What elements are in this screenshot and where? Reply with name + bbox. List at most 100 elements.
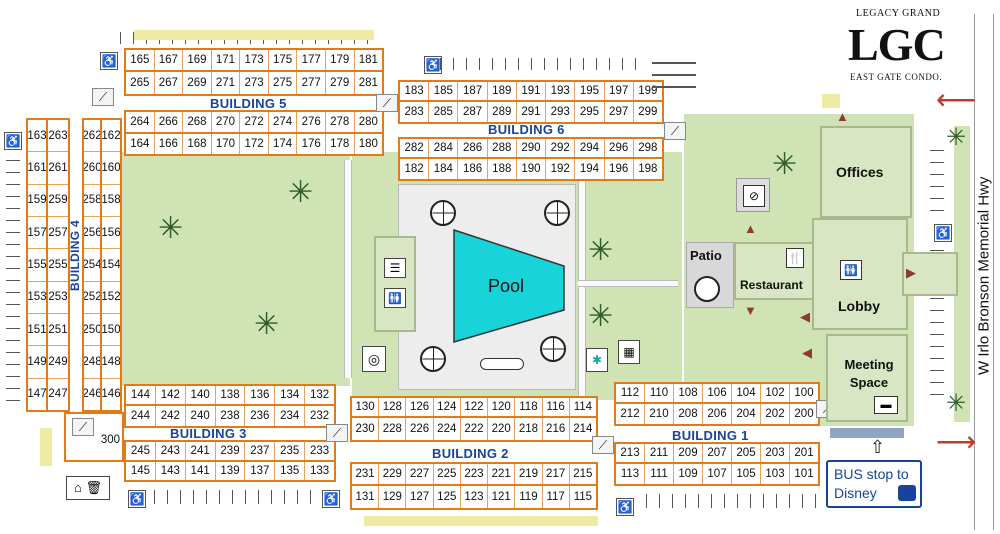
unit[interactable]: 178 — [326, 134, 355, 154]
unit[interactable]: 223 — [461, 464, 489, 484]
unit[interactable]: 105 — [732, 464, 761, 484]
unit[interactable]: 112 — [616, 384, 645, 402]
unit[interactable]: 298 — [638, 142, 658, 154]
unit[interactable]: 213 — [616, 444, 645, 462]
unit[interactable]: 193 — [546, 82, 576, 100]
unit[interactable]: 222 — [461, 418, 489, 440]
unit[interactable]: 234 — [275, 406, 306, 426]
unit[interactable]: 291 — [517, 102, 547, 122]
unit[interactable]: 299 — [638, 106, 658, 118]
unit[interactable]: 172 — [240, 134, 269, 154]
unit[interactable]: 275 — [269, 72, 298, 94]
unit[interactable]: 166 — [155, 134, 184, 154]
unit[interactable]: 232 — [309, 410, 330, 422]
unit[interactable]: 198 — [638, 163, 658, 175]
unit[interactable]: 268 — [183, 112, 212, 132]
unit[interactable]: 207 — [703, 444, 732, 462]
unit[interactable]: 179 — [326, 50, 355, 70]
unit[interactable]: 277 — [297, 72, 326, 94]
unit[interactable]: 192 — [546, 159, 576, 179]
unit[interactable]: 133 — [309, 465, 330, 477]
unit[interactable]: 211 — [645, 444, 674, 462]
unit[interactable]: 121 — [488, 486, 516, 508]
unit[interactable]: 111 — [645, 464, 674, 484]
unit[interactable]: 282 — [400, 139, 430, 157]
unit[interactable]: 159 — [28, 185, 46, 217]
unit[interactable]: 148 — [102, 346, 120, 379]
unit[interactable]: 267 — [155, 72, 184, 94]
unit[interactable]: 160 — [102, 152, 120, 185]
unit[interactable]: 295 — [575, 102, 605, 122]
unit[interactable]: 191 — [517, 82, 547, 100]
unit[interactable]: 228 — [379, 418, 407, 440]
unit[interactable]: 117 — [543, 486, 570, 508]
unit[interactable]: 203 — [761, 444, 790, 462]
unit[interactable]: 122 — [461, 398, 489, 416]
unit[interactable]: 221 — [488, 464, 516, 484]
unit[interactable]: 125 — [434, 486, 461, 508]
unit[interactable]: 161 — [28, 152, 46, 185]
unit[interactable]: 118 — [515, 398, 543, 416]
unit[interactable]: 272 — [240, 112, 269, 132]
unit[interactable]: 217 — [543, 464, 570, 484]
unit[interactable]: 252 — [84, 282, 100, 314]
unit[interactable]: 185 — [429, 82, 459, 100]
unit[interactable]: 109 — [674, 464, 703, 484]
unit[interactable]: 283 — [400, 102, 430, 122]
unit[interactable]: 238 — [216, 406, 246, 426]
unit[interactable]: 230 — [352, 418, 380, 440]
unit[interactable]: 220 — [488, 418, 516, 440]
unit[interactable]: 134 — [275, 386, 306, 404]
unit[interactable]: 187 — [458, 82, 488, 100]
unit[interactable]: 162 — [102, 120, 120, 153]
unit[interactable]: 196 — [605, 159, 634, 179]
unit[interactable]: 209 — [674, 444, 703, 462]
unit[interactable]: 189 — [488, 82, 517, 100]
unit[interactable]: 168 — [183, 134, 212, 154]
unit[interactable]: 249 — [48, 346, 68, 379]
unit[interactable]: 136 — [245, 386, 276, 404]
unit[interactable]: 212 — [616, 404, 645, 424]
unit[interactable]: 197 — [605, 82, 634, 100]
unit[interactable]: 142 — [156, 386, 186, 404]
unit[interactable]: 215 — [573, 468, 593, 480]
unit[interactable]: 115 — [573, 491, 593, 503]
unit[interactable]: 246 — [84, 388, 100, 401]
unit[interactable]: 167 — [155, 50, 184, 70]
unit[interactable]: 182 — [400, 159, 430, 179]
unit[interactable]: 284 — [429, 139, 459, 157]
unit[interactable]: 210 — [645, 404, 674, 424]
unit[interactable]: 129 — [379, 486, 407, 508]
unit[interactable]: 127 — [406, 486, 434, 508]
unit[interactable]: 229 — [379, 464, 407, 484]
unit[interactable]: 280 — [358, 116, 378, 128]
unit[interactable]: 202 — [761, 404, 790, 424]
unit[interactable]: 137 — [245, 462, 276, 480]
unit[interactable]: 240 — [186, 406, 216, 426]
unit[interactable]: 188 — [488, 159, 517, 179]
unit[interactable]: 237 — [245, 442, 276, 460]
unit[interactable]: 124 — [434, 398, 461, 416]
unit[interactable]: 110 — [645, 384, 674, 402]
unit[interactable]: 244 — [126, 406, 156, 426]
unit[interactable]: 241 — [186, 442, 216, 460]
unit[interactable]: 180 — [358, 138, 378, 150]
unit[interactable]: 300 — [100, 434, 120, 446]
unit[interactable]: 258 — [84, 185, 100, 217]
unit[interactable]: 257 — [48, 217, 68, 250]
unit[interactable]: 216 — [543, 418, 570, 440]
unit[interactable]: 208 — [674, 404, 703, 424]
unit[interactable]: 262 — [84, 120, 100, 153]
unit[interactable]: 235 — [275, 442, 306, 460]
unit[interactable]: 231 — [352, 464, 380, 484]
unit[interactable]: 254 — [84, 249, 100, 282]
unit[interactable]: 152 — [102, 282, 120, 314]
unit[interactable]: 285 — [429, 102, 459, 122]
unit[interactable]: 195 — [575, 82, 605, 100]
unit[interactable]: 250 — [84, 314, 100, 347]
unit[interactable]: 233 — [309, 445, 330, 457]
unit[interactable]: 157 — [28, 217, 46, 250]
unit[interactable]: 294 — [575, 139, 605, 157]
unit[interactable]: 139 — [216, 462, 246, 480]
unit[interactable]: 140 — [186, 386, 216, 404]
